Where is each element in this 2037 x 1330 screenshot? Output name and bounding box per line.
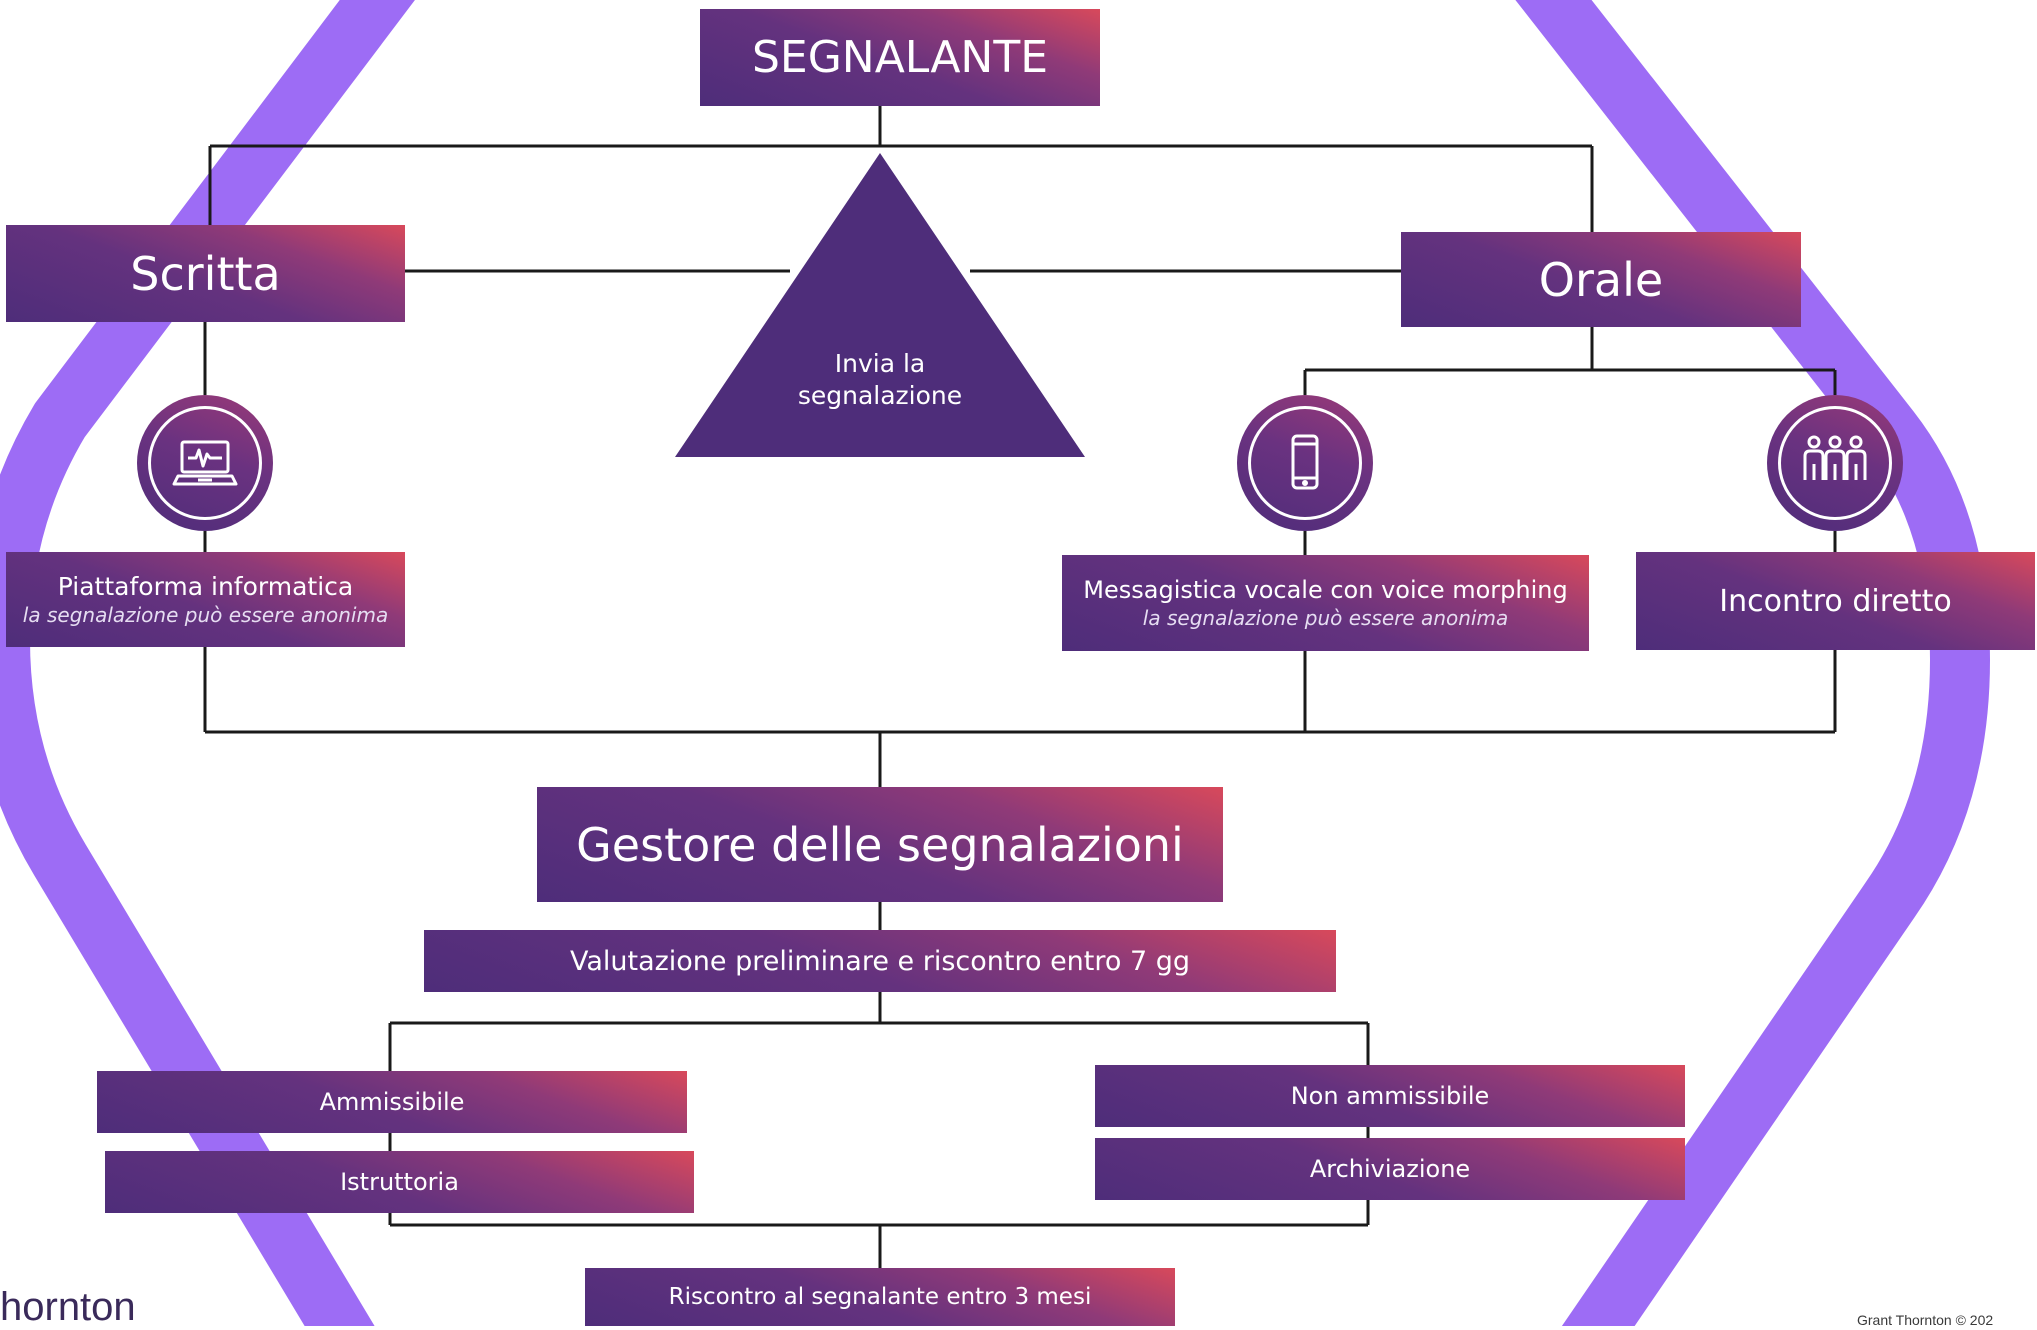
it-platform-box: Piattaforma informatica la segnalazione … <box>6 552 405 647</box>
smartphone-icon-badge <box>1237 395 1373 531</box>
it-platform-note: la segnalazione può essere anonima <box>22 603 389 627</box>
not-admissible-box: Non ammissibile <box>1095 1065 1685 1127</box>
written-channel-label: Scritta <box>130 246 281 301</box>
copyright-text: Grant Thornton © 202 <box>1857 1312 1994 1328</box>
report-manager-label: Gestore delle segnalazioni <box>576 817 1184 872</box>
final-feedback-label: Riscontro al segnalante entro 3 mesi <box>668 1284 1092 1310</box>
laptop-icon-badge <box>137 395 273 531</box>
reporter-box: SEGNALANTE <box>700 9 1100 106</box>
preliminary-assessment-label: Valutazione preliminare e riscontro entr… <box>569 945 1191 977</box>
oral-channel-label: Orale <box>1538 252 1664 307</box>
voice-messaging-label: Messagistica vocale con voice morphing <box>1083 576 1568 604</box>
direct-meeting-box: Incontro diretto <box>1636 552 2035 650</box>
laptop-icon <box>172 440 238 486</box>
smartphone-icon <box>1291 434 1319 490</box>
report-manager-box: Gestore delle segnalazioni <box>537 787 1223 902</box>
people-meeting-icon <box>1803 435 1867 480</box>
written-channel-box: Scritta <box>6 225 405 322</box>
archiving-box: Archiviazione <box>1095 1138 1685 1200</box>
voice-messaging-note: la segnalazione può essere anonima <box>1142 606 1509 630</box>
archiving-label: Archiviazione <box>1309 1155 1471 1183</box>
reporter-label: SEGNALANTE <box>751 32 1049 83</box>
voice-messaging-box: Messagistica vocale con voice morphing l… <box>1062 555 1589 651</box>
final-feedback-box: Riscontro al segnalante entro 3 mesi <box>585 1268 1175 1326</box>
it-platform-label: Piattaforma informatica <box>57 572 354 601</box>
preliminary-assessment-box: Valutazione preliminare e riscontro entr… <box>424 930 1336 992</box>
triangle-label: Invia la segnalazione <box>797 349 963 410</box>
people-meeting-icon-badge <box>1767 395 1903 531</box>
investigation-label: Istruttoria <box>340 1168 459 1196</box>
oral-channel-box: Orale <box>1401 232 1801 327</box>
investigation-box: Istruttoria <box>105 1151 694 1213</box>
not-admissible-label: Non ammissibile <box>1290 1082 1490 1110</box>
admissible-label: Ammissibile <box>319 1088 465 1116</box>
brand-logo-text: hornton <box>0 1285 136 1329</box>
direct-meeting-label: Incontro diretto <box>1719 583 1952 619</box>
admissible-box: Ammissibile <box>97 1071 687 1133</box>
